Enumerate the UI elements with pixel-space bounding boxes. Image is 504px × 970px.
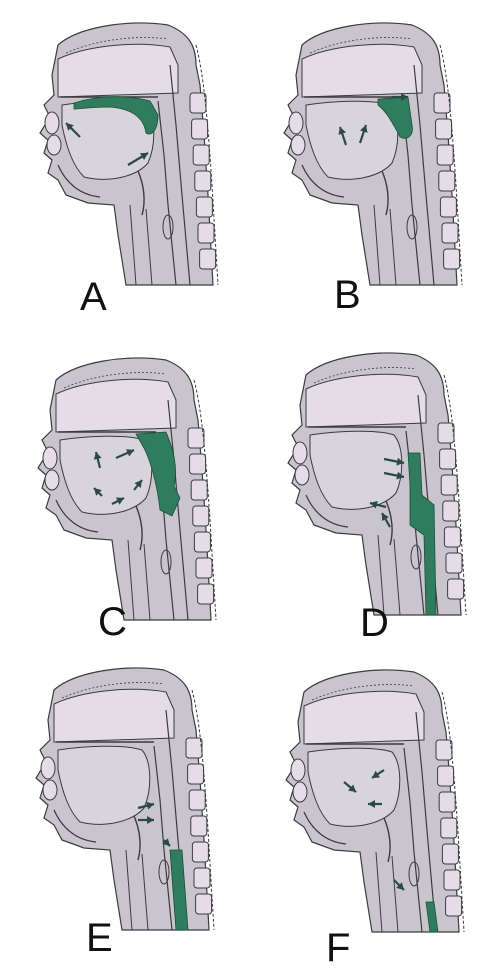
- vertebra: [438, 423, 454, 443]
- vertebra: [448, 579, 464, 599]
- panel-b: B: [262, 5, 502, 305]
- vertebra: [438, 766, 454, 786]
- vertebra: [444, 527, 460, 547]
- nasal-cavity: [304, 691, 424, 744]
- upper-lip: [43, 447, 57, 469]
- vertebra: [444, 249, 460, 269]
- nasal-cavity: [58, 44, 178, 97]
- vertebra: [195, 171, 211, 191]
- nasal-cavity: [54, 689, 174, 742]
- panel-e: E: [14, 650, 254, 950]
- lower-lip: [47, 135, 61, 155]
- vertebra: [186, 738, 202, 758]
- vertebra: [440, 449, 456, 469]
- vertebra: [441, 475, 457, 495]
- vertebra: [443, 501, 459, 521]
- lower-lip: [43, 780, 57, 800]
- lower-lip: [291, 135, 305, 155]
- vertebra: [194, 532, 210, 552]
- vertebra: [446, 896, 462, 916]
- head-cross-section-b: [262, 5, 502, 305]
- upper-lip: [41, 757, 55, 779]
- vertebra: [193, 145, 209, 165]
- head-cross-section-f: [264, 652, 504, 952]
- panel-label-e: E: [86, 918, 113, 958]
- panel-c: C: [16, 340, 256, 640]
- nasal-cavity: [306, 374, 426, 427]
- vertebra: [188, 428, 204, 448]
- head-cross-section-a: [18, 5, 258, 305]
- vertebra: [189, 790, 205, 810]
- vertebra: [188, 764, 204, 784]
- upper-lip: [291, 759, 305, 781]
- vertebra: [437, 145, 453, 165]
- vertebra: [436, 119, 452, 139]
- vertebra: [196, 558, 212, 578]
- panel-f: F: [264, 652, 504, 952]
- vertebra: [192, 119, 208, 139]
- panel-label-c: C: [98, 602, 127, 642]
- vertebra: [439, 792, 455, 812]
- upper-lip: [293, 442, 307, 464]
- vertebra: [192, 842, 208, 862]
- vertebra: [198, 223, 214, 243]
- vertebra: [196, 197, 212, 217]
- vertebra: [444, 870, 460, 890]
- panel-label-d: D: [360, 603, 389, 643]
- vertebra: [196, 894, 212, 914]
- vertebra: [442, 844, 458, 864]
- upper-lip: [289, 112, 303, 134]
- head-cross-section-d: [266, 335, 504, 635]
- upper-lip: [45, 112, 59, 134]
- vertebra: [194, 868, 210, 888]
- vertebra: [200, 249, 216, 269]
- head-cross-section-c: [16, 340, 256, 640]
- panel-label-a: A: [80, 277, 107, 317]
- vertebra: [442, 223, 458, 243]
- vertebra: [193, 506, 209, 526]
- vertebra: [446, 553, 462, 573]
- vertebra: [190, 454, 206, 474]
- vertebra: [436, 740, 452, 760]
- vertebra: [441, 818, 457, 838]
- vertebra: [191, 480, 207, 500]
- nasal-cavity: [56, 379, 176, 432]
- vertebra: [434, 93, 450, 113]
- panel-a: A: [18, 5, 258, 305]
- vertebra: [190, 93, 206, 113]
- head-cross-section-e: [14, 650, 254, 950]
- vertebra: [440, 197, 456, 217]
- nasal-cavity: [302, 44, 422, 97]
- panel-d: D: [266, 335, 504, 635]
- lower-lip: [293, 782, 307, 802]
- lower-lip: [295, 465, 309, 485]
- vertebra: [198, 584, 214, 604]
- panel-label-b: B: [334, 275, 361, 315]
- lower-lip: [45, 470, 59, 490]
- vertebra: [191, 816, 207, 836]
- vertebra: [439, 171, 455, 191]
- panel-label-f: F: [326, 928, 350, 968]
